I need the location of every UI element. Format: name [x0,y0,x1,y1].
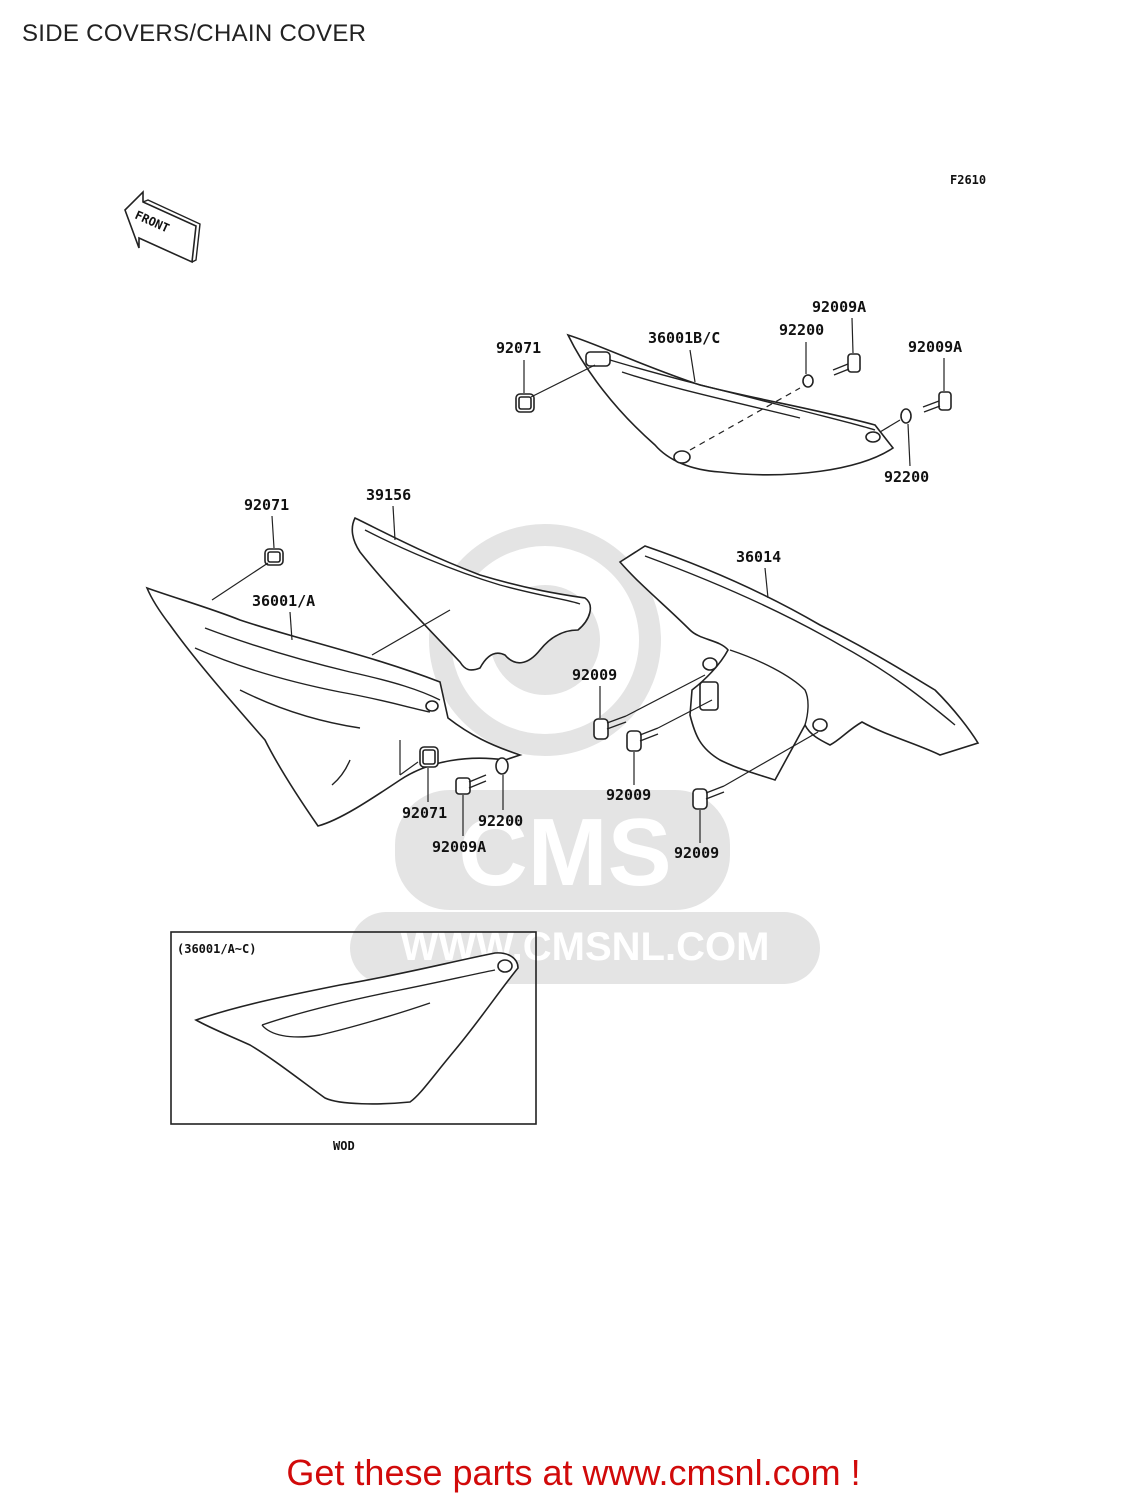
side-cover-right [566,333,895,476]
watermark-logo-plate [395,790,730,910]
callout-92009A-upper-b: 92009A [908,338,962,356]
fastener-washer-92200-upper-b [900,408,912,424]
fastener-bolt-92009-chain-c [692,785,725,810]
callout-92200-upper-a: 92200 [779,321,824,339]
callout-92200-upper-b: 92200 [884,468,929,486]
footer-promo-text: Get these parts at www.cmsnl.com ! [286,1452,861,1493]
fastener-washer-92200-left [495,757,509,775]
callout-92009A-left: 92009A [432,838,486,856]
callout-92009A-upper-a: 92009A [812,298,866,316]
callouts: 92071 36001B/C 92200 92009A 92009A 92200… [244,298,962,862]
callout-36014: 36014 [736,548,781,566]
inset-model-label: WOD [333,1139,355,1153]
fastener-washer-92200-upper-a [802,374,814,388]
page-title: SIDE COVERS/CHAIN COVER [22,20,367,47]
fastener-grommet-92071-left-top [264,548,284,566]
fastener-bolt-92009-chain-b [626,727,659,752]
fastener-bolt-92009A-left [455,774,487,795]
callout-39156: 39156 [366,486,411,504]
bracket-39156 [351,516,592,671]
callout-36001BC: 36001B/C [648,329,720,347]
callout-36001A: 36001/A [252,592,315,610]
inset-frame [170,931,537,1125]
callout-92200-left: 92200 [478,812,523,830]
front-direction-arrow: FRONT [124,190,201,264]
fastener-grommet-92071-upper [515,393,535,413]
fastener-bolt-92009A-upper-a [832,353,861,376]
fastener-bolt-92009A-upper-b [922,391,952,413]
callout-92009-chain-c: 92009 [674,844,719,862]
callout-92071-upper: 92071 [496,339,541,357]
callout-92009-chain-b: 92009 [606,786,651,804]
inset-wod: (36001/A~C) WOD [170,931,537,1153]
fastener-grommet-92071-left-bottom [419,746,439,768]
chain-cover-36014 [618,545,980,781]
figure-code: F2610 [950,173,986,187]
fastener-bolt-92009-chain-a [593,715,627,740]
callout-92071-left-bottom: 92071 [402,804,447,822]
callout-92009-chain-a: 92009 [572,666,617,684]
inset-caption: (36001/A~C) [177,942,256,956]
callout-92071-left-top: 92071 [244,496,289,514]
watermark-logo-text: CMS [458,799,671,906]
